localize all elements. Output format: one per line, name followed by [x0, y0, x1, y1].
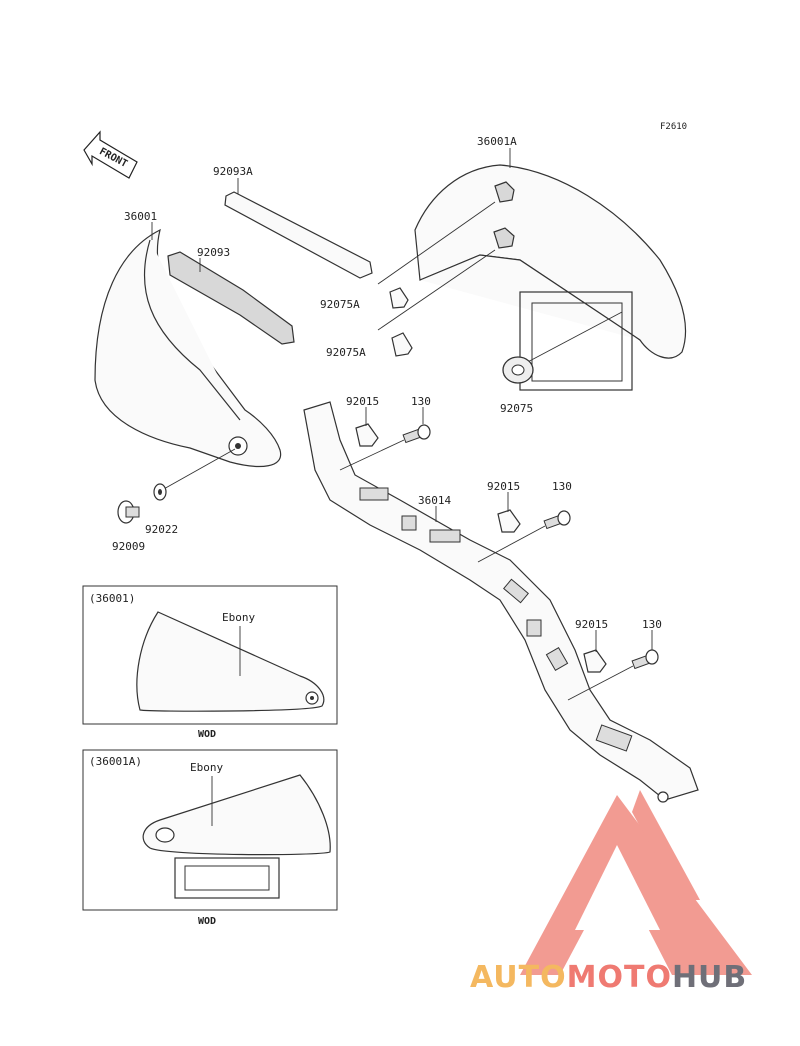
part-92015-nut-clip-2: [497, 492, 521, 533]
inset-36001-code: WOD: [198, 729, 216, 740]
part-92015-nut-clip-1: [355, 407, 379, 447]
part-92009-bolt: [117, 500, 140, 524]
inset-36001A-code: WOD: [198, 916, 216, 927]
watermark-moto: MOTO: [566, 960, 672, 995]
part-92015-nut-clip-3: [583, 630, 607, 673]
part-36001-left-cover: [94, 222, 282, 468]
inset-36001A-color: Ebony: [190, 761, 223, 774]
part-92075-grommet: [502, 356, 534, 384]
part-92075A-clip-lower: [391, 332, 413, 357]
callout-92093A: 92093A: [213, 165, 253, 178]
part-92093A-strip: [224, 178, 373, 279]
callout-92022: 92022: [145, 523, 178, 536]
callout-130-3: 130: [642, 618, 662, 631]
watermark-logo: [520, 790, 752, 975]
callout-92009: 92009: [112, 540, 145, 553]
watermark-hub: HUB: [671, 960, 748, 995]
front-arrow-icon: FRONT: [83, 130, 138, 179]
part-130-screw-1: [339, 407, 431, 471]
watermark-text: AUTOMOTOHUB: [470, 960, 800, 995]
inset-36001A-ref: (36001A): [89, 755, 142, 768]
inset-36001-color: Ebony: [222, 611, 255, 624]
callout-92093: 92093: [197, 246, 230, 259]
callout-36001A: 36001A: [477, 135, 517, 148]
callout-130-1: 130: [411, 395, 431, 408]
part-92075A-clip-upper: [389, 287, 409, 309]
inset-36001: [82, 585, 338, 725]
callout-92075: 92075: [500, 402, 533, 415]
part-130-screw-3: [567, 630, 659, 701]
part-92022-washer: [153, 483, 167, 501]
inset-36001-ref: (36001): [89, 592, 135, 605]
callout-92015-2: 92015: [487, 480, 520, 493]
callout-92075A-lower: 92075A: [326, 346, 366, 359]
inset-36001A: [82, 749, 338, 911]
callout-92015-1: 92015: [346, 395, 379, 408]
callout-130-2: 130: [552, 480, 572, 493]
part-36014-bracket: [303, 401, 699, 803]
part-36001A-right-cover: [377, 148, 687, 391]
callout-92075A-upper: 92075A: [320, 298, 360, 311]
callout-92015-3: 92015: [575, 618, 608, 631]
watermark-auto: AUTO: [470, 960, 567, 995]
callout-36001: 36001: [124, 210, 157, 223]
callout-36014: 36014: [418, 494, 451, 507]
part-130-screw-2: [477, 510, 571, 563]
figure-code: F2610: [660, 122, 687, 132]
part-92093-strip: [167, 251, 295, 345]
